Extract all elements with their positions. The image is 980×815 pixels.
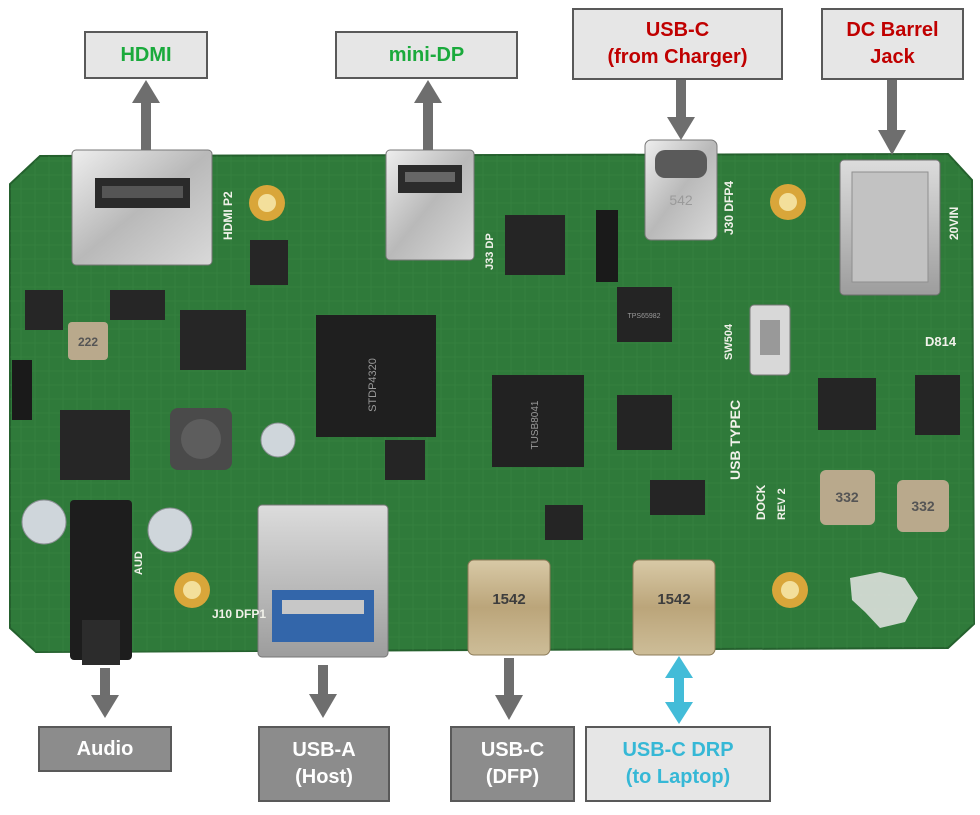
usbc-dfp-connector: 1542	[467, 559, 551, 656]
capacitors	[21, 422, 296, 553]
usbc-charger-connector: 542	[644, 139, 718, 241]
silk-aud: AUD	[133, 551, 145, 575]
label-mini-dp: mini-DP	[335, 31, 518, 79]
silk-dfp4: J30 DFP4	[722, 181, 736, 235]
tusb-ic-marking: TUSB8041	[530, 400, 541, 449]
usbc-top-marking: 542	[669, 192, 693, 208]
usbc-right-marking: 1542	[657, 591, 690, 608]
arrow-hdmi	[132, 80, 160, 150]
label-usbc-charger: USB-C (from Charger)	[572, 8, 783, 80]
arrow-mini-dp	[414, 80, 442, 150]
label-hdmi-text: HDMI	[120, 43, 172, 66]
header-pins	[12, 210, 618, 420]
label-usbc-charger-text: USB-C (from Charger)	[607, 19, 748, 68]
label-audio-text: Audio	[76, 737, 134, 760]
tps-ic-marking: TPS65982	[627, 313, 660, 320]
usbc-drp-connector: 1542	[632, 559, 716, 656]
mini-dp-connector	[385, 149, 475, 261]
usba-connector	[257, 504, 389, 658]
label-usbc-drp-text: USB-C DRP (to Laptop)	[622, 739, 734, 788]
tusb-ic: TUSB8041	[492, 375, 584, 467]
main-ic-marking: STDP4320	[367, 358, 379, 412]
arrow-audio	[91, 668, 119, 718]
silk-j10: J10 DFP1	[212, 607, 266, 621]
misc-chips	[25, 215, 960, 540]
main-ic: STDP4320	[316, 315, 436, 437]
label-hdmi: HDMI	[84, 31, 208, 79]
arrows	[91, 80, 906, 724]
label-usbc-dfp-text: USB-C (DFP)	[480, 739, 545, 788]
silk-sw504: SW504	[723, 323, 735, 360]
silk-vin: 20VIN	[947, 207, 961, 240]
hdmi-connector	[71, 149, 213, 266]
audio-jack	[70, 500, 132, 665]
silk-rev: REV 2	[776, 488, 788, 520]
switch-sw504	[749, 304, 791, 376]
arrow-dc-jack	[878, 80, 906, 155]
silk-hdmi-p2: HDMI P2	[221, 191, 235, 240]
arrow-usbc-dfp	[495, 658, 523, 720]
silk-dp: J33 DP	[484, 233, 496, 270]
inductor3-marking: 222	[78, 335, 98, 349]
silkscreen: USB TYPEC DOCK REV 2 HDMI P2 J10 DFP1 J3…	[133, 181, 961, 621]
mounting-holes	[174, 184, 808, 608]
silk-usb-typec: USB TYPEC	[727, 400, 743, 480]
inductors: 332 332 222	[68, 322, 949, 532]
arrow-usbc-drp	[665, 656, 693, 724]
label-dc-jack: DC Barrel Jack	[821, 8, 964, 80]
tps-ic: TPS65982	[617, 287, 672, 450]
label-usbc-dfp: USB-C (DFP)	[450, 726, 575, 802]
dc-barrel-jack	[839, 159, 941, 296]
label-mini-dp-text: mini-DP	[388, 43, 465, 66]
label-usba-host-text: USB-A (Host)	[292, 739, 356, 788]
label-usbc-drp: USB-C DRP (to Laptop)	[585, 726, 771, 802]
label-audio: Audio	[38, 726, 172, 772]
ti-logo	[850, 572, 918, 628]
arrow-usba	[309, 665, 337, 718]
silk-dock: DOCK	[754, 484, 768, 520]
label-dc-jack-text: DC Barrel Jack	[846, 19, 939, 68]
inductor1-marking: 332	[835, 489, 859, 505]
silk-d814: D814	[925, 334, 957, 349]
arrow-usbc-charger	[667, 80, 695, 140]
usbc-left-marking: 1542	[492, 591, 525, 608]
label-usba-host: USB-A (Host)	[258, 726, 390, 802]
inductor2-marking: 332	[911, 498, 935, 514]
